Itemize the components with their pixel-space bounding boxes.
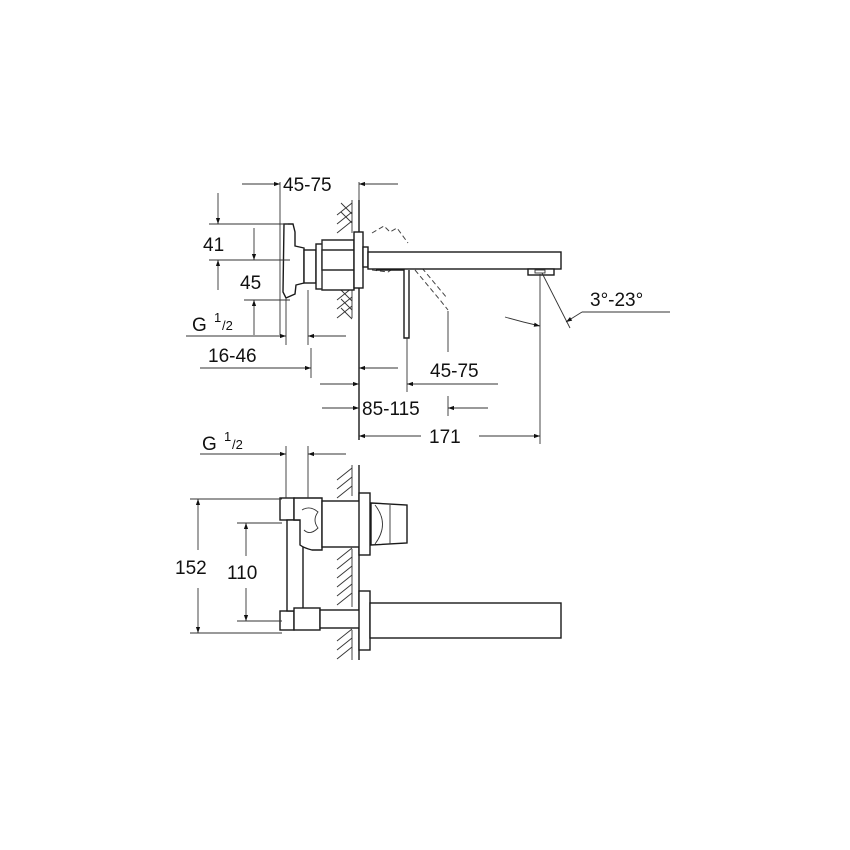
- dim-45-75-top: 45-75: [242, 175, 398, 335]
- wall-section-bottom: [336, 465, 360, 660]
- valve-body-top: [321, 231, 369, 291]
- label-41: 41: [203, 235, 224, 256]
- dim-thread-bottom: G 1 /2: [200, 429, 346, 498]
- dim-85-115: 85-115: [322, 396, 488, 420]
- thread-sub-bottom: /2: [232, 437, 243, 452]
- label-45-75-lower: 45-75: [430, 361, 479, 382]
- dim-41: 41: [203, 193, 290, 290]
- spout-bottom: [319, 590, 562, 651]
- dim-angle: 3°-23°: [504, 272, 670, 329]
- label-152: 152: [175, 558, 207, 579]
- label-thread-top: G: [192, 315, 207, 336]
- thread-sup-top: 1: [214, 310, 221, 325]
- cartridge-upper: [321, 492, 408, 556]
- top-view: 45-75 41 45 G 1 /2: [186, 175, 670, 448]
- label-16-46: 16-46: [208, 346, 257, 367]
- thread-sub-top: /2: [222, 318, 233, 333]
- label-angle: 3°-23°: [590, 290, 643, 311]
- dim-171: 171: [359, 274, 541, 448]
- dim-16-46: 16-46: [200, 346, 398, 378]
- dim-45: 45: [240, 228, 290, 335]
- dim-152: 152: [175, 498, 282, 634]
- handle-lever-top: [282, 223, 324, 299]
- label-thread-bottom: G: [202, 434, 217, 455]
- label-85-115: 85-115: [362, 399, 420, 420]
- thread-sup-bottom: 1: [224, 429, 231, 444]
- label-171: 171: [429, 427, 461, 448]
- dim-110: 110: [227, 522, 282, 622]
- dim-45-75-lower: 45-75: [320, 311, 498, 392]
- spout-top: [367, 251, 562, 339]
- bottom-view: G 1 /2 152 110: [175, 429, 562, 660]
- label-45-75-top: 45-75: [283, 175, 332, 196]
- handle-rotation-dashed: [371, 225, 449, 311]
- label-45: 45: [240, 273, 261, 294]
- concealed-body: [279, 497, 323, 631]
- label-110: 110: [227, 563, 257, 584]
- dim-thread-top: G 1 /2: [186, 290, 346, 345]
